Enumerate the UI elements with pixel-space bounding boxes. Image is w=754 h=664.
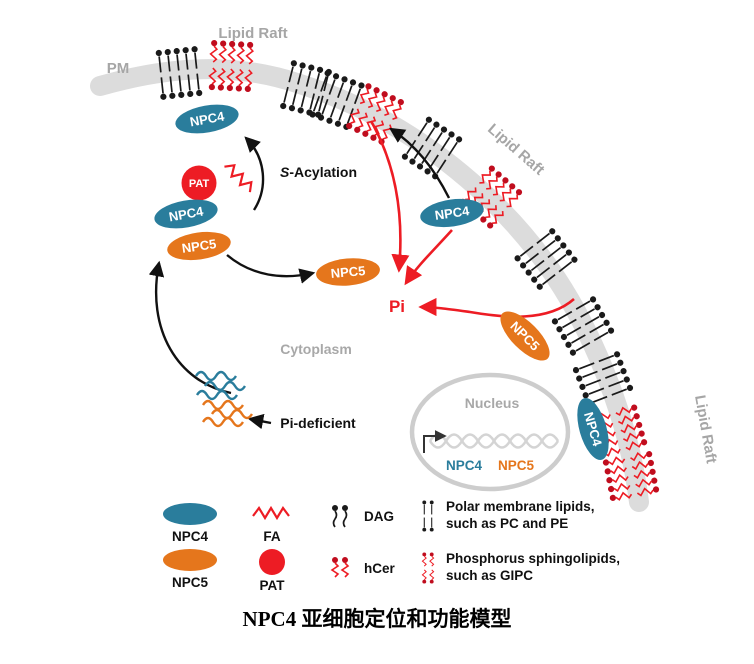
nucleus: Nucleus NPC4 NPC5 — [409, 372, 571, 492]
arrow-npc5-translocation — [226, 254, 316, 284]
gene-npc4-label: NPC4 — [446, 458, 483, 473]
legend-pat-label: PAT — [260, 578, 286, 593]
fa-zigzag — [221, 159, 257, 195]
arrow-s-acylation — [244, 136, 265, 211]
red-arrow-npc5-to-pi — [418, 297, 575, 318]
legend-dag-label: DAG — [364, 509, 394, 524]
npc4-label: NPC4 — [434, 203, 471, 223]
npc4-ellipse-membrane-bottomright: NPC4 — [577, 398, 609, 460]
legend-dag-icon — [332, 505, 348, 528]
npc4-degraded-squiggles — [194, 370, 247, 401]
legend-fa-label: FA — [263, 529, 281, 544]
legend-hcer-label: hCer — [364, 561, 396, 576]
arrow-pi-deficient — [247, 413, 272, 430]
npc5-label: NPC5 — [330, 263, 366, 281]
npc4-ellipse-cytosolic: NPC4 — [154, 199, 218, 229]
legend-fa: FA — [251, 506, 291, 544]
pat-circle: PAT — [181, 165, 217, 201]
dna-helix — [428, 433, 560, 449]
nucleus-label: Nucleus — [465, 395, 520, 411]
lipid-raft-label-bottom: Lipid Raft — [691, 394, 720, 465]
legend-npc5-label: NPC5 — [172, 575, 209, 590]
npc5-ellipse-center: NPC5 — [316, 258, 380, 286]
transcription-arrow — [423, 430, 447, 453]
arrow-synthesis-cycle — [148, 260, 232, 395]
npc5-label: NPC5 — [181, 236, 217, 256]
s-acylation-label: S-Acylation — [280, 164, 357, 180]
arrow-npc4-to-membrane — [389, 127, 451, 199]
legend-npc4-label: NPC4 — [172, 529, 209, 544]
npc4-ellipse-center: NPC4 — [420, 198, 484, 228]
legend-npc4: NPC4 — [163, 503, 217, 544]
gene-npc5-label: NPC5 — [498, 458, 535, 473]
s-acylation-italic-s: S — [280, 164, 290, 180]
pi-deficient-label: Pi-deficient — [280, 415, 356, 431]
npc4-label: NPC4 — [168, 203, 206, 224]
legend-npc5: NPC5 — [163, 549, 217, 590]
figure-title: NPC4 亚细胞定位和功能模型 — [243, 607, 512, 631]
red-arrow-npc4-to-pi — [404, 229, 453, 286]
cytoplasm-label: Cytoplasm — [280, 341, 352, 357]
legend-phospho-lipid-icon — [421, 551, 435, 585]
npc4-ellipse-membrane-topleft: NPC4 — [175, 104, 239, 134]
pi-label: Pi — [389, 297, 405, 316]
legend-polar-label-2: such as PC and PE — [446, 516, 568, 531]
nucleus-outline — [409, 372, 571, 492]
legend-pat: PAT — [259, 549, 285, 593]
pm-label: PM — [107, 60, 130, 77]
legend-phospho-label-1: Phosphorus sphingolipids, — [446, 551, 620, 566]
legend-polar-label-1: Polar membrane lipids, — [446, 499, 595, 514]
s-acylation-rest: -Acylation — [289, 164, 357, 180]
legend-hcer-icon — [330, 557, 350, 578]
legend: NPC4 NPC5 FA PAT DAG hCer — [163, 499, 620, 593]
lipid-raft-label-top: Lipid Raft — [218, 25, 287, 42]
npc5-ellipse-left: NPC5 — [167, 231, 231, 261]
pat-label: PAT — [189, 178, 210, 190]
plasma-membrane-band — [90, 59, 649, 512]
red-arrow-membrane-to-pi — [369, 120, 410, 273]
npc4-label: NPC4 — [189, 108, 227, 129]
legend-phospho-label-2: such as GIPC — [446, 568, 533, 583]
npc5-degraded-squiggles — [201, 399, 254, 428]
legend-polar-lipid-icon — [421, 499, 435, 533]
